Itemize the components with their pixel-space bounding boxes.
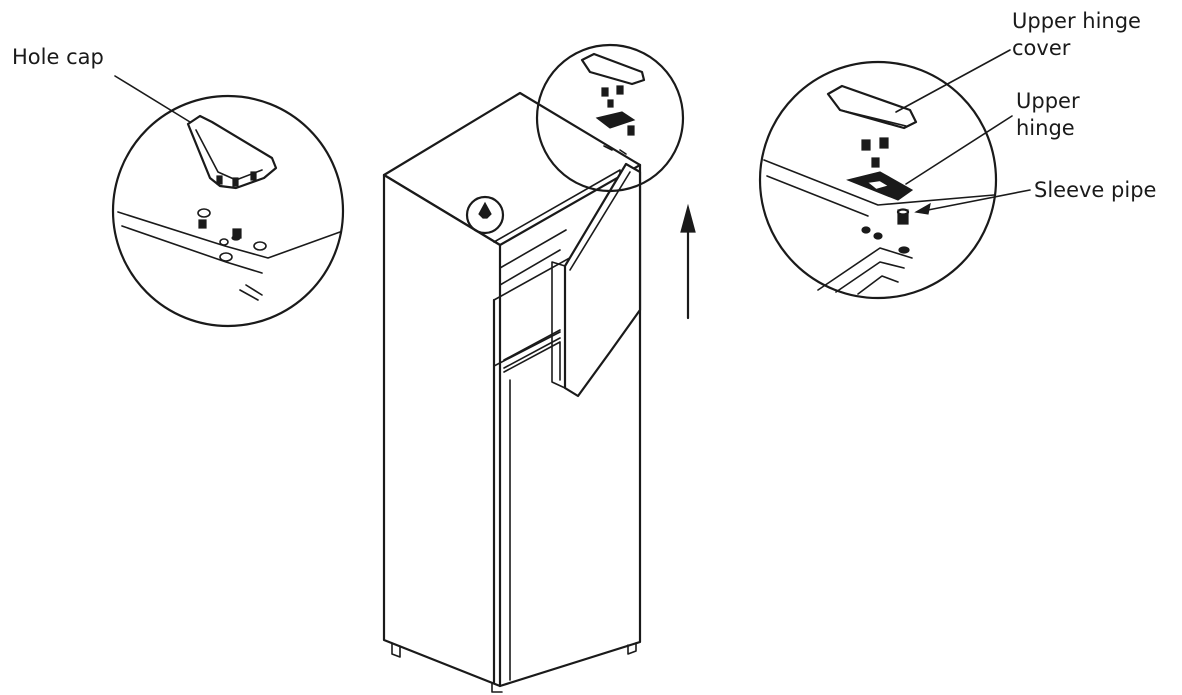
sleeve-pipe-label: Sleeve pipe [1034,178,1157,202]
upper-hinge-cover-label: Upper hinge cover [1012,8,1141,63]
hole-cap-detail-circle [111,94,345,328]
hole-cap-leader [114,75,191,123]
upper-hinge-cover-label-line1: Upper hinge [1012,9,1141,33]
refrigerator [382,91,642,693]
upper-hinge-label-line1: Upper [1016,89,1080,113]
upper-hinge-cover-leader [895,49,1011,113]
upper-hinge-leader [905,115,1013,185]
hole-cap-label: Hole cap [12,45,104,69]
sleeve-pipe-leader [927,189,1031,211]
upper-hinge-label-line2: hinge [1016,116,1075,141]
upper-hinge-label: Upper hinge [1016,88,1080,143]
upper-hinge-cover-label-line2: cover [1012,36,1071,61]
fridge-hinge-detail-circle [535,43,685,193]
lift-direction-arrow [680,203,696,320]
sleeve-pipe-leader-arrow [914,202,931,215]
upper-hinge-detail-circle [758,60,998,300]
